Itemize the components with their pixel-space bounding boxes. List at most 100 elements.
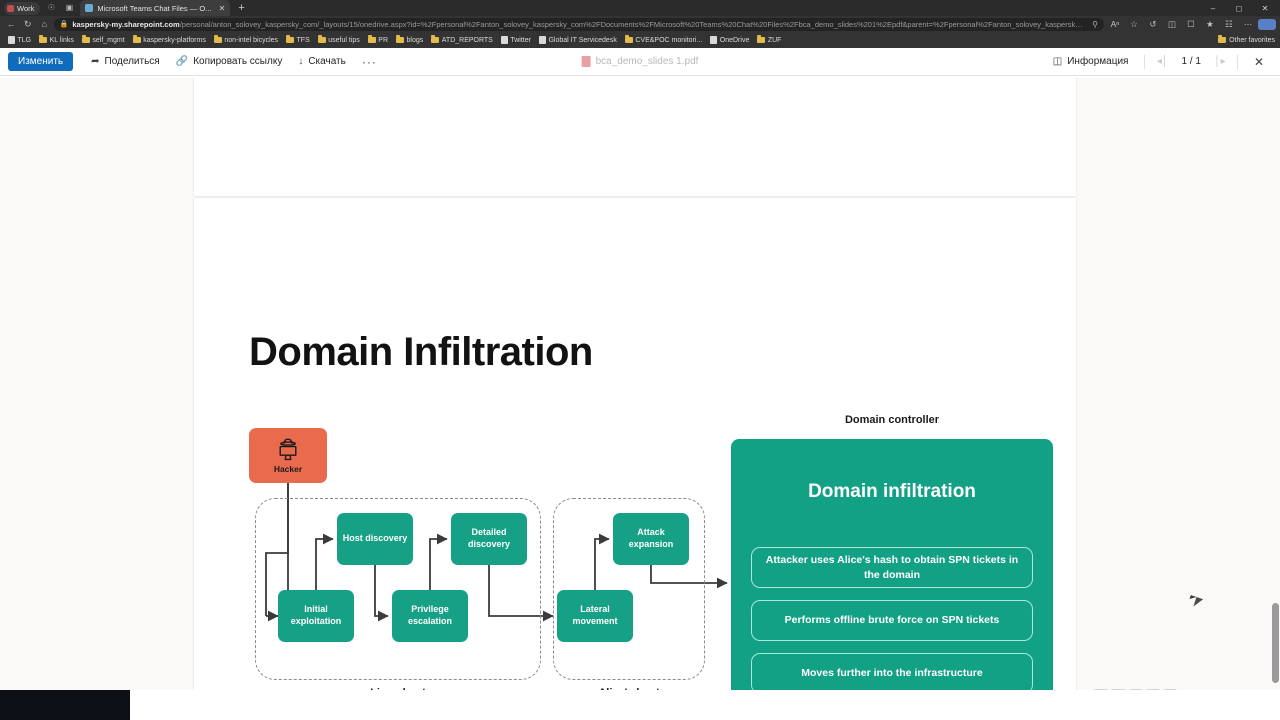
bookmark-label: blogs [406,36,424,44]
next-page-icon[interactable]: │▸ [1214,56,1226,67]
info-label: Информация [1067,56,1129,67]
bookmark-item[interactable]: Global IT Servicedesk [536,36,620,44]
collections-icon[interactable]: ☐ [1187,18,1195,29]
group-linux-host: Linux host [255,498,541,690]
new-tab-icon[interactable]: + [238,1,245,14]
bookmark-label: PR [378,36,389,44]
tab-actions-icon[interactable]: ▣ [65,3,74,12]
url-domain: kaspersky-my.sharepoint.com [72,19,180,29]
tab-favicon-icon [85,4,94,12]
folder-icon [624,35,633,44]
extensions-icon[interactable]: ☷ [1225,18,1233,29]
address-bar-url: kaspersky-my.sharepoint.com/personal/ant… [72,20,1085,29]
copy-link-button[interactable]: 🔗 Копировать ссылку [168,52,291,71]
bookmark-item[interactable]: kaspersky-platforms [130,35,209,44]
bookmark-item[interactable]: ZUF [754,35,784,44]
pdf-document-area[interactable]: Linux host Hacker successfully dumps lsa… [0,78,1280,690]
bookmark-label: TLG [17,36,32,44]
flow-box-privilege-escalation: Privilege escalation [392,590,468,642]
taskbar [0,690,1280,720]
minimize-icon[interactable]: – [1210,3,1216,13]
bookmark-item[interactable]: ATD_REPORTS [428,35,496,44]
bookmark-item[interactable]: useful tips [315,35,363,44]
page-icon [500,36,508,44]
read-aloud-icon[interactable]: Aⁿ [1110,19,1120,29]
list-item: Attacker uses Alice's hash to obtain SPN… [751,547,1033,588]
pdf-page-current: Domain Infiltration [194,198,1076,690]
workspaces-icon[interactable]: ☉ [47,3,55,12]
vertical-scrollbar[interactable] [1270,78,1280,690]
page-icon [538,36,546,44]
bookmark-item[interactable]: TLG [5,36,34,44]
download-button[interactable]: ↓ Скачать [290,52,354,71]
group-label-alice-host: Alice's host [554,687,704,690]
other-favorites-label: Other favorites [1229,36,1275,44]
list-item: Performs offline brute force on SPN tick… [751,600,1033,641]
nav-right-icons: Aⁿ ☆ ↺ ◫ ☐ ★ ☷ ⋯ [1106,18,1276,30]
history-icon[interactable]: ↺ [1149,18,1157,29]
toolbar-right-group: ◫ Информация ◂│ 1 / 1 │▸ ✕ [1045,52,1272,71]
bookmark-label: CVE&POC monitori... [635,36,703,44]
page-indicator: 1 / 1 [1181,56,1201,67]
other-favorites-button[interactable]: Other favorites [1218,35,1275,44]
folder-icon [1218,35,1227,44]
close-icon[interactable]: ✕ [1261,3,1269,13]
copy-link-label: Копировать ссылку [193,56,283,67]
search-icon[interactable]: ⚲ [1092,19,1098,29]
folder-icon [396,35,405,44]
tab-title: Microsoft Teams Chat Files — O... [97,3,212,13]
url-path: /personal/anton_solovey_kaspersky_com/_l… [179,19,1086,29]
bookmark-item[interactable]: OneDrive [707,36,752,44]
flow-box-lateral-movement: Lateral movement [557,590,633,642]
tab-close-icon[interactable]: ✕ [218,3,226,13]
bookmark-item[interactable]: KL links [36,35,77,44]
back-arrow-icon[interactable]: ← [6,18,16,29]
bookmark-item[interactable]: PR [365,35,391,44]
bookmark-item[interactable]: non-intel bicycles [211,35,281,44]
bookmark-item[interactable]: blogs [393,35,426,44]
folder-icon [286,35,295,44]
share-icon: ➦ [91,56,100,67]
bookmark-label: useful tips [328,36,360,44]
prev-page-icon[interactable]: ◂│ [1156,56,1169,67]
favorite-star-icon[interactable]: ☆ [1130,18,1138,29]
restore-icon[interactable]: ◻ [1235,3,1243,13]
bookmark-item[interactable]: self_mgmt [79,35,128,44]
more-icon[interactable]: ⋯ [1243,18,1253,29]
browser-tab[interactable]: Microsoft Teams Chat Files — O... ✕ [80,0,231,16]
download-label: Скачать [308,56,346,67]
home-icon[interactable]: ⌂ [41,18,48,29]
browser-essentials-icon[interactable]: ★ [1206,18,1214,29]
split-screen-icon[interactable]: ◫ [1167,18,1176,29]
close-viewer-button[interactable]: ✕ [1253,54,1264,69]
hacker-node: Hacker [249,428,327,483]
domain-controller-items: Attacker uses Alice's hash to obtain SPN… [751,547,1033,690]
workspace-button[interactable]: Work [4,1,41,15]
address-bar[interactable]: 🔒 kaspersky-my.sharepoint.com/personal/a… [53,17,1104,31]
info-button[interactable]: ◫ Информация [1045,52,1137,71]
flow-box-initial-exploitation: Initial exploitation [278,590,354,642]
profile-avatar[interactable] [1257,18,1276,30]
workspace-color-dot [7,4,14,12]
folder-icon [367,35,376,44]
bookmark-label: KL links [49,36,74,44]
flow-box-host-discovery: Host discovery [337,513,413,565]
more-commands-button[interactable]: ··· [361,54,377,69]
divider [1144,54,1146,69]
share-button[interactable]: ➦ Поделиться [83,52,168,71]
bookmark-item[interactable]: CVE&POC monitori... [622,35,705,44]
document-title: bca_demo_slides 1.pdf [581,56,698,67]
pdf-viewer-toolbar: Изменить ➦ Поделиться 🔗 Копировать ссылк… [0,48,1280,76]
bookmark-label: self_mgmt [92,36,125,44]
folder-icon [39,35,48,44]
page-icon [8,36,15,44]
edit-button[interactable]: Изменить [8,52,74,71]
refresh-icon[interactable]: ↻ [24,18,32,29]
bookmark-item[interactable]: TFS [283,35,313,44]
bookmark-label: ZUF [767,36,782,44]
group-alice-host: Alice's host [553,498,705,690]
domain-infiltration-title: Domain infiltration [808,481,976,502]
bookmark-item[interactable]: Twitter [498,36,534,44]
scrollbar-thumb[interactable] [1272,603,1279,683]
